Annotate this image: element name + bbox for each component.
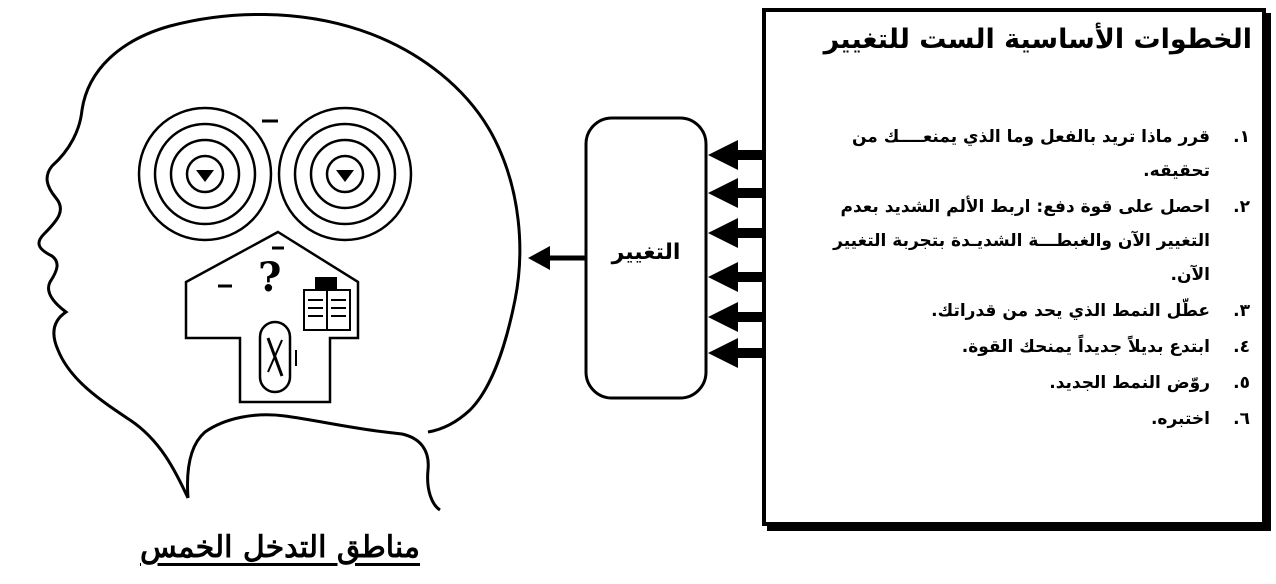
step-item: ٢. احصل على قوة دفع: اربط الألم الشديد ب…: [790, 190, 1250, 292]
arrow-to-head-icon: [528, 246, 586, 270]
step-number: ٢.: [1233, 197, 1250, 217]
step-number: ٤.: [1233, 337, 1250, 357]
step-item: ٦. اختبره.: [790, 402, 1250, 436]
change-box-label: التغيير: [611, 240, 681, 265]
step-number: ١.: [1233, 127, 1250, 147]
book-icon: [303, 277, 351, 331]
right-eye-target-icon: [277, 106, 413, 242]
face-profile-icon: [37, 13, 522, 499]
step-number: ٥.: [1233, 373, 1250, 393]
right-eye-pointer-icon: [336, 170, 354, 182]
brain-area-shape: [184, 230, 360, 404]
diagram-caption: مناطق التدخل الخمس: [139, 530, 421, 565]
step-text: اختبره.: [1150, 409, 1210, 429]
arrow-step-5-icon: [708, 302, 764, 332]
arrow-step-6-icon: [708, 338, 764, 368]
arrow-step-2-icon: [708, 178, 764, 208]
step-text: ابتدع بديلاً جديداً يمنحك القوة.: [961, 337, 1210, 357]
left-eye-pointer-icon: [196, 170, 214, 182]
step-text: احصل على قوة دفع: اربط الألم الشديد بعدم…: [833, 197, 1210, 285]
step-text: قرر ماذا تريد بالفعل وما الذي يمنعــــك …: [852, 127, 1210, 181]
arrow-step-4-icon: [708, 262, 764, 292]
step-text: روّض النمط الجديد.: [1049, 373, 1210, 393]
step-item: ٤. ابتدع بديلاً جديداً يمنحك القوة.: [790, 330, 1250, 364]
head-outline-icon: [186, 413, 441, 512]
steps-list: ١. قرر ماذا تريد بالفعل وما الذي يمنعـــ…: [790, 120, 1250, 438]
left-eye-target-icon: [137, 106, 273, 242]
steps-panel: الخطوات الأساسية الست للتغيير ١. قرر ماذ…: [762, 8, 1266, 526]
step-item: ٣. عطّل النمط الذي يحد من قدراتك.: [790, 294, 1250, 328]
step-text: عطّل النمط الذي يحد من قدراتك.: [931, 301, 1210, 321]
arrow-step-3-icon: [708, 218, 764, 248]
arrow-step-1-icon: [708, 140, 764, 170]
step-item: ٥. روّض النمط الجديد.: [790, 366, 1250, 400]
step-number: ٦.: [1233, 409, 1250, 429]
panel-title: الخطوات الأساسية الست للتغيير: [823, 24, 1252, 55]
oval-badge-icon: [258, 320, 297, 394]
step-number: ٣.: [1233, 301, 1250, 321]
question-mark-icon: ?: [258, 254, 282, 301]
step-item: ١. قرر ماذا تريد بالفعل وما الذي يمنعـــ…: [790, 120, 1250, 188]
